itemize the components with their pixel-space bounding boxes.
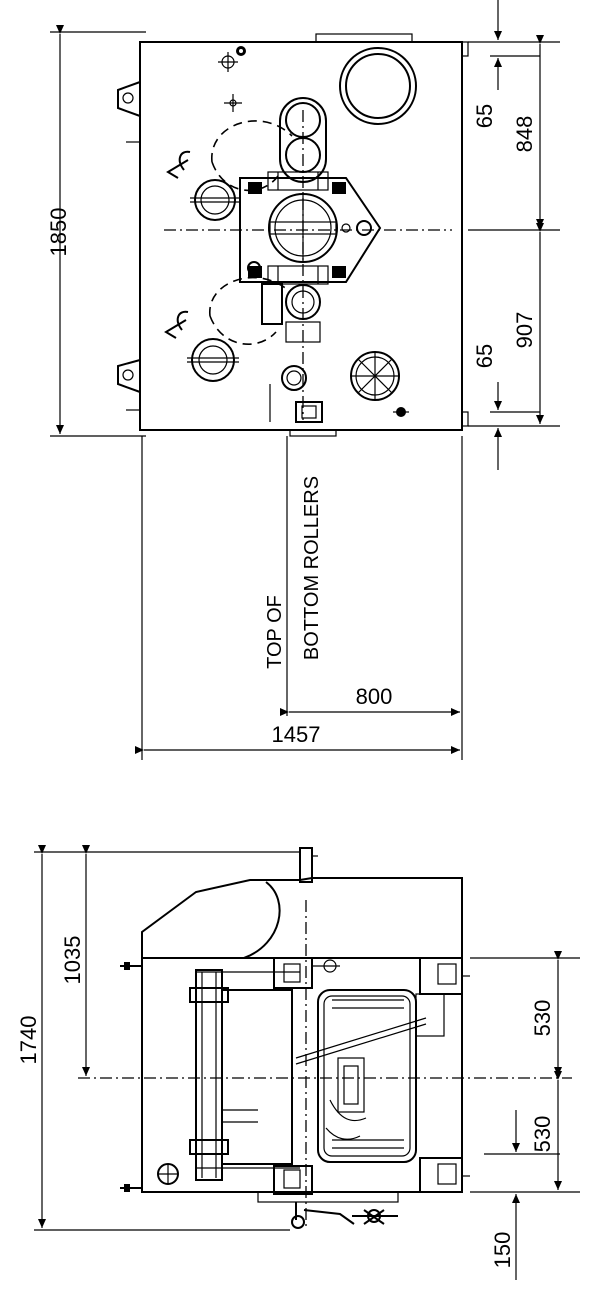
bottom-drive (257, 1191, 399, 1229)
top-view: 1850 65 848 65 907 800 1457 TO (46, 0, 560, 760)
dim-65-top: 65 (472, 104, 497, 128)
port-circle (339, 47, 417, 125)
roller-upper-left (190, 179, 240, 221)
dim-848: 848 (512, 116, 537, 153)
dim-907: 907 (512, 312, 537, 349)
dim-530-upper: 530 (530, 1000, 555, 1037)
top-cap (315, 33, 413, 43)
dim-1740: 1740 (16, 1016, 41, 1065)
dim-800: 800 (356, 684, 393, 709)
dashed-arcs (209, 120, 293, 346)
roller-lower-left (187, 338, 239, 382)
dim-height-top: 1850 (46, 208, 71, 257)
dimensions-side-view: 1740 1035 530 530 150 (16, 845, 580, 1280)
right-chamber (295, 989, 427, 1163)
left-bolts (120, 962, 142, 1192)
dim-150: 150 (490, 1232, 515, 1269)
dimensions-top-view: 1850 65 848 65 907 800 1457 TO (46, 0, 560, 760)
fan-circle (350, 351, 400, 401)
label-top-of: TOP OF (264, 595, 286, 669)
dim-65-bottom: 65 (472, 344, 497, 368)
central-mechanism (239, 171, 382, 285)
center-brackets (273, 957, 340, 1195)
dim-530-lower: 530 (530, 1116, 555, 1153)
small-bolt (393, 407, 409, 417)
lug-upper (117, 81, 141, 143)
crosshair-marks (218, 46, 246, 112)
lower-assembly (261, 283, 323, 423)
lug-lower (117, 359, 141, 411)
right-mounts (415, 957, 470, 1193)
label-bottom-rollers: BOTTOM ROLLERS (301, 476, 323, 660)
dim-1035: 1035 (60, 936, 85, 985)
side-view: 1740 1035 530 530 150 (16, 845, 580, 1280)
dim-1457: 1457 (272, 722, 321, 747)
top-shaft (299, 847, 313, 883)
left-roller-column (157, 969, 258, 1185)
curved-hood (243, 881, 281, 959)
inner-panel (221, 989, 293, 1165)
